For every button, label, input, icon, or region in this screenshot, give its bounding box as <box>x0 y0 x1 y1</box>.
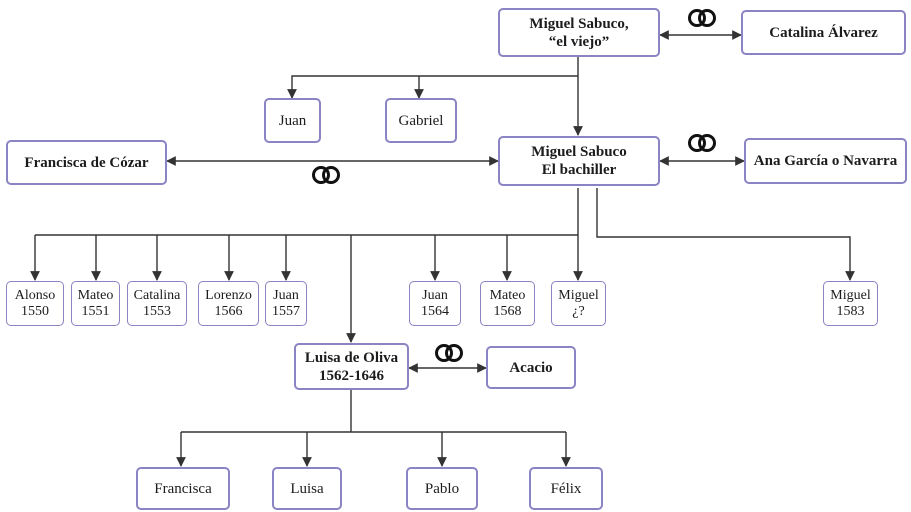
node-felix: Félix <box>529 467 603 510</box>
node-francisca-de-cozar: Francisca de Cózar <box>6 140 167 185</box>
node-miguel-sabuco-el-viejo: Miguel Sabuco, “el viejo” <box>498 8 660 57</box>
node-miguel-unknown: Miguel ¿? <box>551 281 606 326</box>
node-catalina-alvarez: Catalina Álvarez <box>741 10 906 55</box>
node-catalina-1553: Catalina 1553 <box>127 281 187 326</box>
node-pablo: Pablo <box>406 467 478 510</box>
wedding-rings-icon <box>435 344 463 362</box>
node-juan-1557: Juan 1557 <box>265 281 307 326</box>
wedding-rings-icon <box>688 9 716 27</box>
node-acacio: Acacio <box>486 346 576 389</box>
node-francisca: Francisca <box>136 467 230 510</box>
wedding-rings-icon <box>312 166 340 184</box>
node-mateo-1568: Mateo 1568 <box>480 281 535 326</box>
node-gabriel: Gabriel <box>385 98 457 143</box>
node-juan: Juan <box>264 98 321 143</box>
node-lorenzo-1566: Lorenzo 1566 <box>198 281 259 326</box>
node-miguel-sabuco-el-bachiller: Miguel Sabuco El bachiller <box>498 136 660 186</box>
node-miguel-1583: Miguel 1583 <box>823 281 878 326</box>
node-juan-1564: Juan 1564 <box>409 281 461 326</box>
sibling-bar <box>287 75 578 99</box>
node-luisa: Luisa <box>272 467 342 510</box>
node-mateo-1551: Mateo 1551 <box>71 281 120 326</box>
node-ana-garcia-o-navarra: Ana García o Navarra <box>744 138 907 184</box>
descent-line <box>596 188 855 281</box>
node-alonso-1550: Alonso 1550 <box>6 281 64 326</box>
node-luisa-de-oliva: Luisa de Oliva 1562-1646 <box>294 343 409 390</box>
wedding-rings-icon <box>688 134 716 152</box>
